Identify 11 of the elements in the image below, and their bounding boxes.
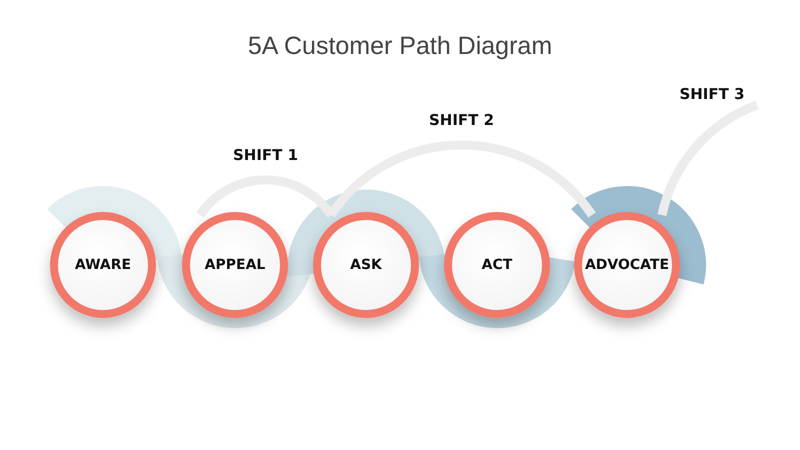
edge-label: SHIFT 3 (679, 85, 745, 104)
diagram-title: 5A Customer Path Diagram (246, 32, 554, 61)
stage-label: ASK (350, 257, 382, 273)
stage-label: AWARE (74, 257, 132, 273)
edge-label: SHIFT 1 (232, 146, 298, 164)
edge-label: SHIFT 2 (428, 110, 494, 129)
shift-arc (658, 100, 759, 216)
stage-label: ACT (482, 257, 512, 273)
stage-label: APPEAL (204, 257, 266, 273)
stage-label: ADVOCATE (584, 257, 670, 273)
stage-circle (182, 212, 288, 318)
